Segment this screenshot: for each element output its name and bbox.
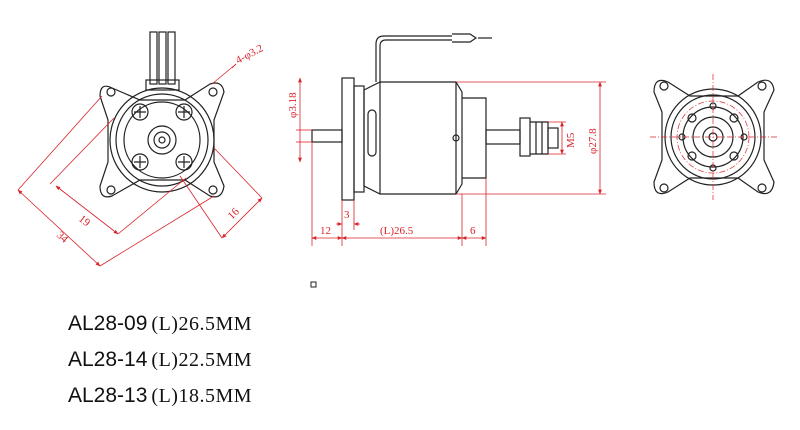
- front-view: [99, 31, 225, 198]
- holes-label: 4-φ3.2: [234, 42, 265, 66]
- dim-phi-27-8-label: φ27.8: [587, 128, 599, 154]
- dim-m5-label: M5: [565, 132, 577, 148]
- model-specs-list: AL28-09 (L)26.5MM AL28-14 (L)22.5MM AL28…: [68, 306, 252, 414]
- dim-19-label: 19: [76, 213, 92, 230]
- model-name: AL28-14: [68, 348, 148, 371]
- dim-34-label: 34: [54, 229, 71, 246]
- side-view: [311, 33, 559, 201]
- rear-view-centerlines: [650, 74, 778, 200]
- small-square-mark: [310, 281, 317, 288]
- model-name: AL28-13: [68, 384, 148, 407]
- front-view-dimensions: [17, 63, 263, 267]
- dim-3-label: 3: [344, 209, 350, 221]
- spec-row-al28-09: AL28-09 (L)26.5MM: [68, 306, 252, 342]
- dim-6-label: 6: [470, 225, 476, 237]
- spec-row-al28-13: AL28-13 (L)18.5MM: [68, 378, 252, 414]
- dim-length-label: (L)26.5: [380, 225, 414, 237]
- model-name: AL28-09: [68, 312, 148, 335]
- model-length: (L)18.5MM: [151, 385, 253, 407]
- spec-row-al28-14: AL28-14 (L)22.5MM: [68, 342, 252, 378]
- model-length: (L)26.5MM: [151, 313, 253, 335]
- motor-technical-drawing: 4-φ3.2 19 34 16: [17, 31, 778, 288]
- dim-16-label: 16: [226, 205, 243, 222]
- dim-phi-3-18-label: φ3.18: [287, 92, 299, 118]
- model-length: (L)22.5MM: [151, 349, 253, 371]
- dim-12-label: 12: [320, 225, 331, 237]
- side-view-dimensions: [296, 77, 606, 246]
